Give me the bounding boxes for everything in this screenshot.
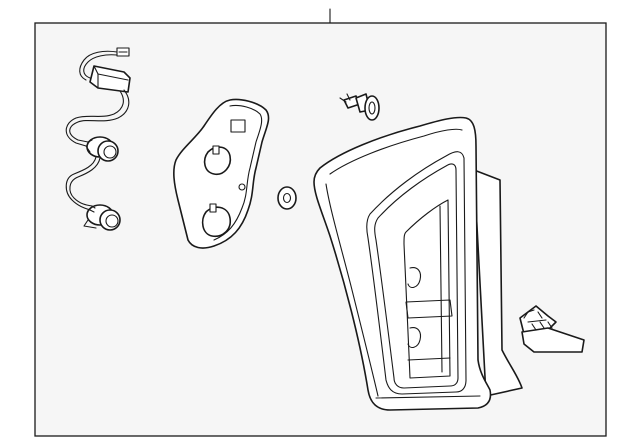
wiring-harness xyxy=(65,47,131,231)
bulb-socket-lower xyxy=(83,204,121,231)
bulb-socket-upper xyxy=(85,136,119,162)
washer xyxy=(277,186,297,210)
socket-gasket xyxy=(173,98,270,249)
mounting-bracket xyxy=(519,305,585,353)
tail-lamp-assembly xyxy=(313,116,523,411)
push-clip xyxy=(339,93,380,121)
